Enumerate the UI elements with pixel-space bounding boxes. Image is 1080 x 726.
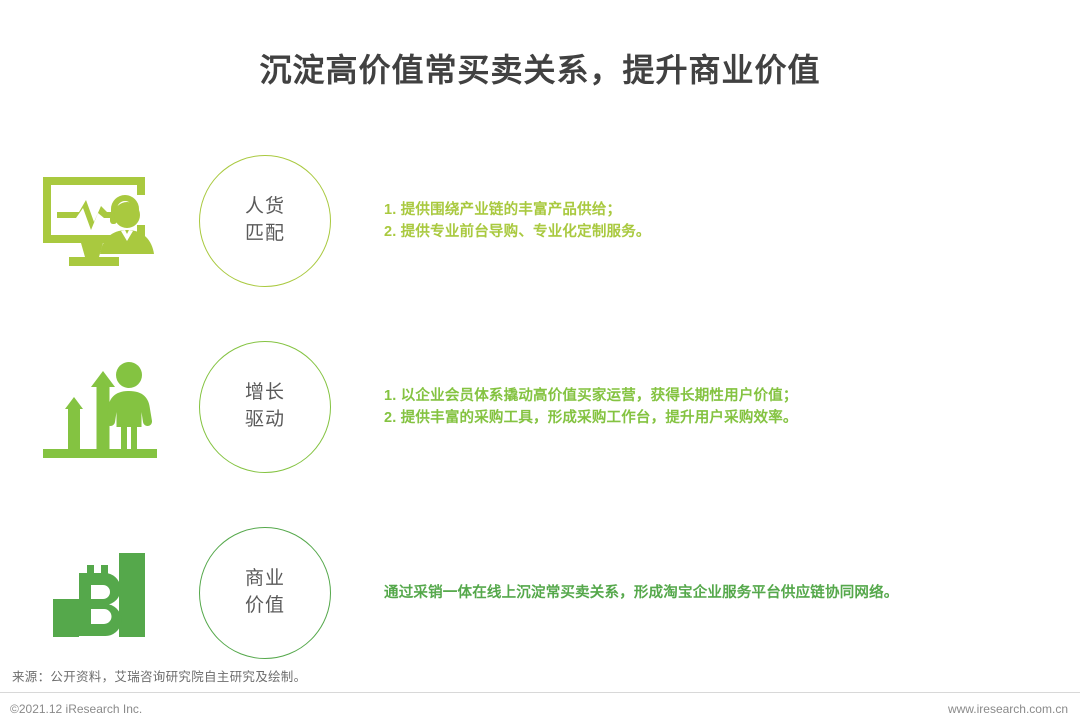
monitor-waveform-person-icon: [10, 151, 190, 291]
page-title: 沉淀高价值常买卖关系，提升商业价值: [259, 52, 821, 89]
footer: ©2021.12 iResearch Inc. www.iresearch.co…: [0, 700, 1080, 726]
row-description: 1. 以企业会员体系撬动高价值买家运营，获得长期性用户价值； 2. 提供丰富的采…: [340, 385, 1080, 430]
row-description-line: 通过采销一体在线上沉淀常买卖关系，形成淘宝企业服务平台供应链协同网络。: [384, 584, 899, 601]
circle-line-1: 商业: [244, 568, 285, 590]
row-description-line: 1. 以企业会员体系撬动高价值买家运营，获得长期性用户价值；: [384, 387, 798, 404]
content-rows: 人货 匹配 1. 提供围绕产业链的丰富产品供给； 2. 提供专业前台导购、专业化…: [0, 128, 1080, 686]
circle-label-cell: 增长 驱动: [190, 341, 340, 473]
row-description-line: 2. 提供专业前台导购、专业化定制服务。: [384, 224, 651, 240]
circle-line-1: 增长: [244, 382, 285, 404]
circle-label-cell: 商业 价值: [190, 527, 340, 659]
copyright-text: ©2021.12 iResearch Inc.: [10, 702, 143, 716]
row-description-line: 2. 提供丰富的采购工具，形成采购工作台，提升用户采购效率。: [384, 410, 798, 426]
circle-line-2: 驱动: [244, 409, 285, 430]
row-description: 通过采销一体在线上沉淀常买卖关系，形成淘宝企业服务平台供应链协同网络。: [340, 582, 1080, 604]
circle-line-1: 人货: [244, 196, 285, 218]
content-row: 商业 价值 通过采销一体在线上沉淀常买卖关系，形成淘宝企业服务平台供应链协同网络…: [0, 500, 1080, 686]
stage-circle: 增长 驱动: [199, 341, 331, 473]
growth-arrows-person-icon: [10, 337, 190, 477]
circle-line-2: 价值: [244, 595, 285, 616]
website-link[interactable]: www.iresearch.com.cn: [947, 702, 1068, 716]
footer-divider: [0, 692, 1080, 693]
source-note: 来源：公开资料，艾瑞咨询研究院自主研究及绘制。: [12, 670, 307, 684]
content-row: 人货 匹配 1. 提供围绕产业链的丰富产品供给； 2. 提供专业前台导购、专业化…: [0, 128, 1080, 314]
row-description-line: 1. 提供围绕产业链的丰富产品供给；: [384, 201, 622, 218]
stage-circle: 商业 价值: [199, 527, 331, 659]
circle-line-2: 匹配: [244, 223, 285, 244]
content-row: 增长 驱动 1. 以企业会员体系撬动高价值买家运营，获得长期性用户价值； 2. …: [0, 314, 1080, 500]
bar-chart-bitcoin-icon: [10, 523, 190, 663]
row-description: 1. 提供围绕产业链的丰富产品供给； 2. 提供专业前台导购、专业化定制服务。: [340, 199, 1080, 244]
stage-circle: 人货 匹配: [199, 155, 331, 287]
circle-label-cell: 人货 匹配: [190, 155, 340, 287]
